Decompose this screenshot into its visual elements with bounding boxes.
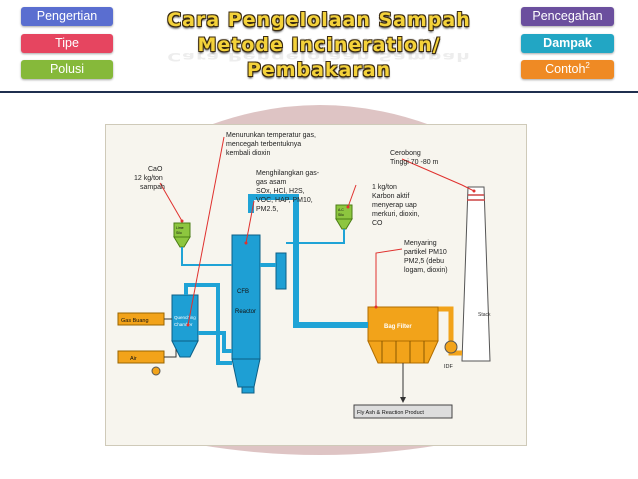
nav-contoh-superscript: 2 [585,60,590,70]
annotation-carbon-line2: Karbon aktif [372,193,409,200]
page-title: Cara Pengelolaan Sampah Metode Incinerat… [150,8,488,83]
annotation-remove-acid-line5: PM2.5, [256,206,278,213]
annotation-remove-acid-line4: VOC, HAP, PM10, [256,197,313,204]
bag-filter: Bag Filter [367,306,439,364]
nav-button-pencegahan[interactable]: Pencegahan [521,7,614,26]
air-pump [151,366,161,376]
nav-button-polusi[interactable]: Polusi [21,60,113,79]
nav-button-dampak[interactable]: Dampak [521,34,614,53]
lime-silo: Lime Silo [173,222,191,248]
air-box [117,350,165,364]
cfb-label: CFB [237,289,249,295]
annotation-filter-pm-line1: Menyaring [404,240,437,247]
lime-silo-label-1: Lime [176,226,184,230]
annotation-cao-line3: sampah [140,184,165,191]
annotation-markers [180,189,476,327]
annotation-carbon-line4: merkuri, dioxin, [372,211,420,218]
ac-silo: A.C Silo [335,204,353,230]
annotation-remove-acid-line3: SOx, HCl, H2S, [256,188,305,195]
gas-buang-label: Gas Buang [121,318,149,324]
nav-button-pengertian[interactable]: Pengertian [21,7,113,26]
header-divider [0,91,638,93]
stack: Stack [461,186,491,362]
ac-silo-label-1: A.C [338,208,344,212]
nav-button-tipe[interactable]: Tipe [21,34,113,53]
quenching-label-1: Quenching [174,315,196,320]
cfb-reactor: CFB Reactor [231,234,261,394]
annotation-filter-pm-line2: partikel PM10 [404,249,447,256]
annotation-reduce-temp-line3: kembali dioxin [226,150,270,157]
page-title-line2: Metode Incineration/ [197,34,441,56]
air-label: Air [130,356,137,362]
annotation-cao-line2: 12 kg/ton [134,175,163,182]
annotation-carbon-line3: menyerap uap [372,202,417,209]
reactor-label: Reactor [235,309,256,315]
fly-ash-box [353,404,453,419]
page-title-line3: Pembakaran [246,59,392,81]
annotation-stack-height: Cerobong Tinggi 70 -80 m [390,150,439,166]
annotation-filter-pm: Menyaring partikel PM10 PM2,5 (debu loga… [404,240,449,274]
incineration-diagram: Stack IDF Bag Filter Fly Ash & Reaction … [105,124,527,446]
nav-contoh-label: Contoh [545,62,586,76]
annotation-carbon-line5: CO [372,220,383,227]
annotation-carbon-line1: 1 kg/ton [372,184,397,191]
bag-filter-label: Bag Filter [384,324,412,330]
annotation-remove-acid: Menghilangkan gas- gas asam SOx, HCl, H2… [256,170,321,213]
annotation-reduce-temp: Menurunkan temperatur gas, mencegah terb… [226,132,318,157]
annotation-remove-acid-line1: Menghilangkan gas- [256,170,320,177]
ac-silo-label-2: Silo [338,213,344,217]
nav-button-contoh[interactable]: Contoh2 [521,60,614,79]
quenching-label-2: Chamber [174,322,193,327]
incineration-diagram-svg: Stack IDF Bag Filter Fly Ash & Reaction … [117,132,491,419]
annotations: CaO 12 kg/ton sampah Menurunkan temperat… [134,132,449,274]
annotation-reduce-temp-line1: Menurunkan temperatur gas, [226,132,316,139]
fly-ash-label: Fly Ash & Reaction Product [357,410,424,416]
lime-silo-label-2: Silo [176,231,182,235]
idf-fan [444,340,458,354]
annotation-leaders [159,136,475,326]
annotation-filter-pm-line3: PM2,5 (debu [404,258,444,265]
page-title-line1: Cara Pengelolaan Sampah [167,9,471,31]
idf-label: IDF [444,364,454,370]
annotation-filter-pm-line4: logam, dioxin) [404,267,448,274]
annotation-cao-line1: CaO [148,166,163,173]
cyclone [275,252,287,290]
quenching-chamber: Quenching Chamber [171,294,199,358]
stack-label: Stack [478,312,491,318]
annotation-reduce-temp-line2: mencegah terbentuknya [226,141,301,148]
annotation-cao: CaO 12 kg/ton sampah [134,166,165,191]
annotation-carbon: 1 kg/ton Karbon aktif menyerap uap merku… [372,184,421,227]
annotation-remove-acid-line2: gas asam [256,179,287,186]
annotation-stack-height-line2: Tinggi 70 -80 m [390,159,439,166]
annotation-stack-height-line1: Cerobong [390,150,421,157]
